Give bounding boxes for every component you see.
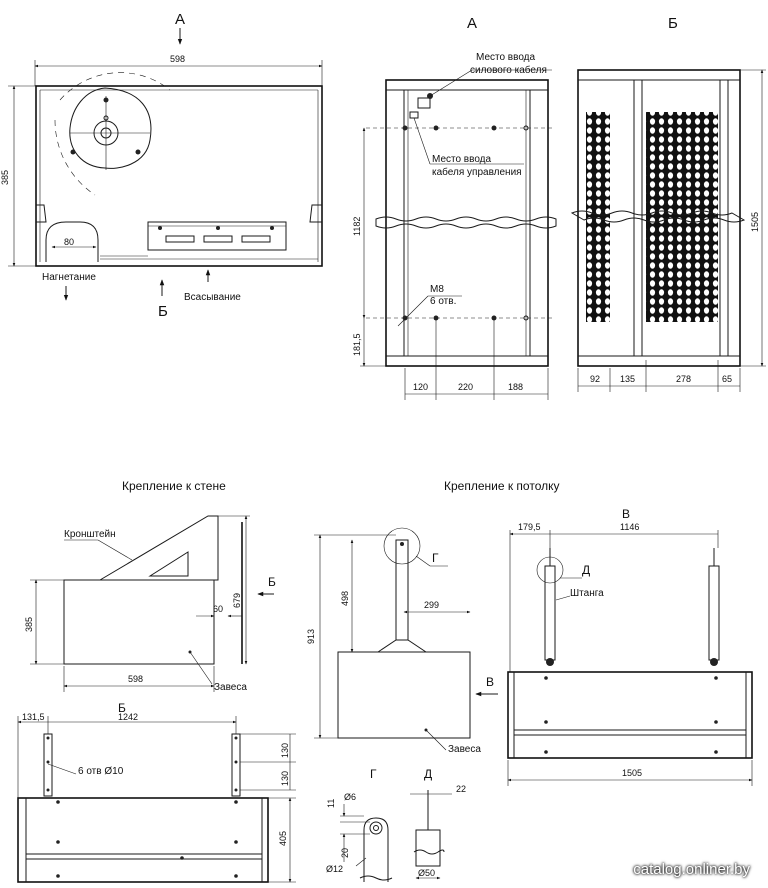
- view-b-bottom-title: Б: [118, 701, 126, 715]
- detail-d-title: Д: [424, 767, 432, 781]
- dim-120: 120: [413, 382, 428, 392]
- b-v1-130-dim: 130: [280, 743, 290, 758]
- view-b-title: Б: [668, 15, 678, 32]
- inner-80-dim: 80: [64, 237, 74, 247]
- holes-label: 6 отв Ø10: [78, 766, 124, 777]
- view-v: В 179,5 1146 Д Штанга 1505: [507, 507, 753, 786]
- ceiling-view-v-marker: В: [486, 675, 494, 689]
- ceiling-curtain-label: Завеса: [448, 744, 481, 755]
- view-a-marker: А: [175, 11, 185, 28]
- wall-mount-title: Крепление к стене: [122, 479, 226, 493]
- bolt-holes-label: 6 отв.: [430, 296, 456, 307]
- dim-135: 135: [620, 374, 635, 384]
- dim-278: 278: [676, 374, 691, 384]
- b-v2-130-dim: 130: [280, 771, 290, 786]
- discharge-label: Нагнетание: [42, 272, 96, 283]
- rod-label: Штанга: [570, 588, 604, 599]
- ceiling-total-913-dim: 913: [306, 629, 316, 644]
- view-b: Б 1505 92 135 278 65: [570, 15, 766, 392]
- wall-h-385-dim: 385: [24, 617, 34, 632]
- detail-g-b-20: 20: [340, 848, 350, 858]
- dim-65: 65: [722, 374, 732, 384]
- side-section-view: А 598 385 80: [0, 11, 323, 320]
- dim-220: 220: [458, 382, 473, 392]
- view-b-marker-top: Б: [158, 303, 168, 320]
- wall-curtain-label: Завеса: [214, 682, 247, 693]
- detail-d-w-22: 22: [456, 784, 466, 794]
- detail-d-d50: Ø50: [418, 868, 435, 878]
- bolt-m8-label: М8: [430, 284, 444, 295]
- v-span-1146-dim: 1146: [620, 522, 639, 532]
- ceiling-mount-title: Крепление к потолку: [444, 479, 560, 493]
- detail-g-callout: Г: [432, 551, 439, 565]
- height-1182-dim: 1182: [352, 217, 362, 236]
- width-598-dim: 598: [170, 54, 185, 64]
- wall-gap-60-dim: 60: [213, 604, 223, 614]
- control-cable-line1: Место ввода: [432, 154, 492, 165]
- ceiling-mount-view: Крепление к потолку Г 913 498 299 В Заве…: [306, 479, 560, 755]
- dim-92: 92: [590, 374, 600, 384]
- detail-g: Г 11 20 Ø6 Ø12: [326, 767, 393, 882]
- view-b-bottom: Б 131,5 1242 6 отв Ø10 130 130 405: [17, 701, 296, 883]
- view-a: А Место ввода силового кабеля Место ввод…: [352, 15, 557, 400]
- intake-label: Всасывание: [184, 292, 241, 303]
- detail-d-callout: Д: [582, 563, 590, 577]
- detail-g-title: Г: [370, 767, 377, 781]
- power-cable-line1: Место ввода: [476, 52, 536, 63]
- b-span-1242-dim: 1242: [118, 712, 138, 722]
- control-cable-line2: кабеля управления: [432, 166, 522, 178]
- detail-g-d6: Ø6: [344, 792, 356, 802]
- wall-mount-view: Крепление к стене 385 679 60 Б 598 Кронш…: [24, 479, 276, 693]
- bottom-181-dim: 181,5: [352, 333, 362, 356]
- v-width-1505-dim: 1505: [622, 768, 642, 778]
- power-cable-line2: силового кабеля: [470, 64, 547, 76]
- detail-g-a-11: 11: [326, 799, 336, 808]
- height-1505-dim: 1505: [750, 212, 760, 232]
- watermark: catalog.onliner.by: [633, 861, 750, 878]
- v-left-179-dim: 179,5: [518, 522, 541, 532]
- wall-total-679-dim: 679: [232, 593, 242, 608]
- ceiling-rod-498-dim: 498: [340, 591, 350, 606]
- detail-g-d12: Ø12: [326, 864, 343, 874]
- wall-width-598-dim: 598: [128, 674, 143, 684]
- detail-d: Д 22 Ø50: [410, 767, 466, 880]
- view-v-title: В: [622, 507, 630, 521]
- b-left-131-dim: 131,5: [22, 712, 45, 722]
- view-a-title: А: [467, 15, 477, 32]
- dim-188: 188: [508, 382, 523, 392]
- bracket-label: Кронштейн: [64, 529, 116, 540]
- b-h-405-dim: 405: [278, 831, 288, 846]
- wall-view-b-marker: Б: [268, 575, 276, 589]
- ceiling-offset-299-dim: 299: [424, 600, 439, 610]
- height-385-dim: 385: [0, 170, 10, 185]
